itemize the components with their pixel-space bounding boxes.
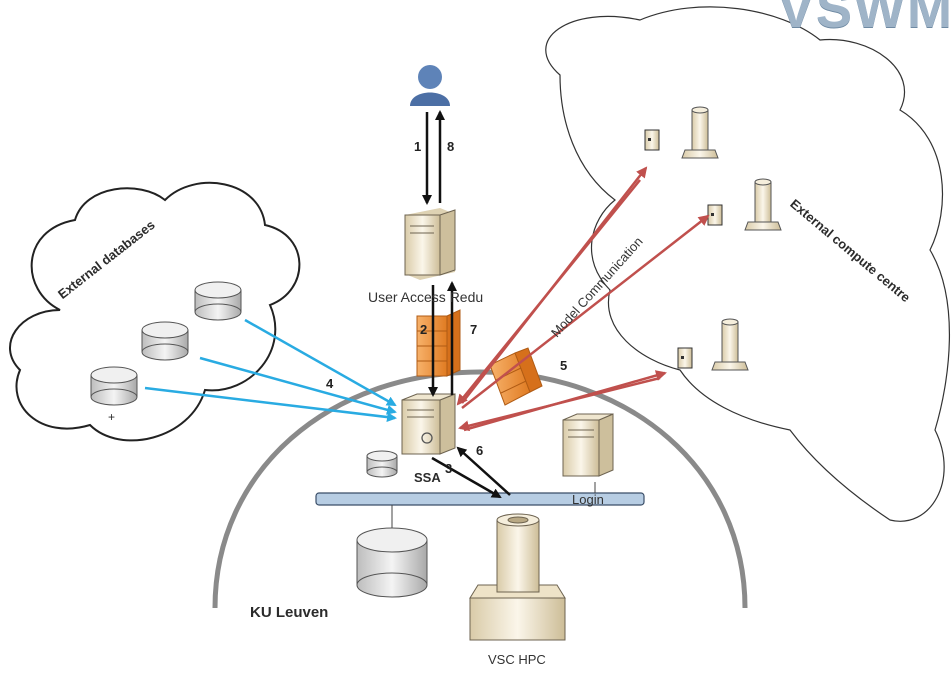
step-1-label: 1 — [414, 139, 422, 154]
external-database-icon-2 — [141, 321, 189, 361]
ku-leuven-dome — [212, 369, 748, 609]
vsc-hpc-label: VSC HPC — [488, 652, 546, 667]
step-8-label: 8 — [447, 139, 455, 154]
external-server-icon-3 — [677, 347, 693, 369]
external-server-icon-1 — [644, 129, 660, 151]
user-access-server-icon — [404, 208, 456, 280]
user-icon — [410, 65, 450, 106]
step-5-label: 5 — [560, 358, 568, 373]
network-bus — [315, 492, 645, 506]
user-access-label: User Access Redu — [368, 289, 484, 305]
ssa-server-icon — [401, 393, 456, 455]
firewall-external-icon — [489, 347, 543, 406]
step-6-label: 6 — [476, 443, 484, 458]
external-hpc-icon-1 — [681, 106, 719, 159]
vsc-hpc-icon — [469, 513, 566, 641]
external-databases-cloud — [8, 181, 301, 442]
login-label: Login — [572, 492, 604, 507]
external-database-icon-1 — [194, 281, 242, 321]
corner-logo-text: VSWM — [778, 0, 952, 39]
external-server-icon-2 — [707, 204, 723, 226]
arrow-step-3 — [431, 456, 502, 499]
login-server-icon — [562, 413, 614, 477]
external-hpc-icon-3 — [711, 318, 749, 371]
ssa-label: SSA — [414, 470, 441, 485]
arrow-model-back-3 — [458, 376, 661, 432]
arrow-db-1 — [244, 318, 397, 407]
ku-leuven-label: KU Leuven — [250, 604, 329, 621]
arrow-db-3 — [144, 386, 397, 423]
step-3-label: 3 — [445, 461, 453, 476]
arrow-db-2 — [199, 356, 397, 415]
step-2-label: 2 — [420, 322, 428, 337]
arrow-step-6 — [456, 446, 511, 496]
arrow-model-back-1 — [456, 179, 641, 406]
ssa-database-icon — [366, 450, 398, 478]
arrow-model-2 — [461, 214, 710, 409]
db-plus-label: + — [108, 410, 116, 424]
storage-database-icon — [356, 527, 428, 598]
step-7-label: 7 — [470, 322, 478, 337]
external-database-icon-3 — [90, 366, 138, 406]
firewall-user-access-icon — [416, 309, 461, 377]
external-hpc-icon-2 — [744, 178, 782, 231]
step-4-label: 4 — [326, 376, 334, 391]
